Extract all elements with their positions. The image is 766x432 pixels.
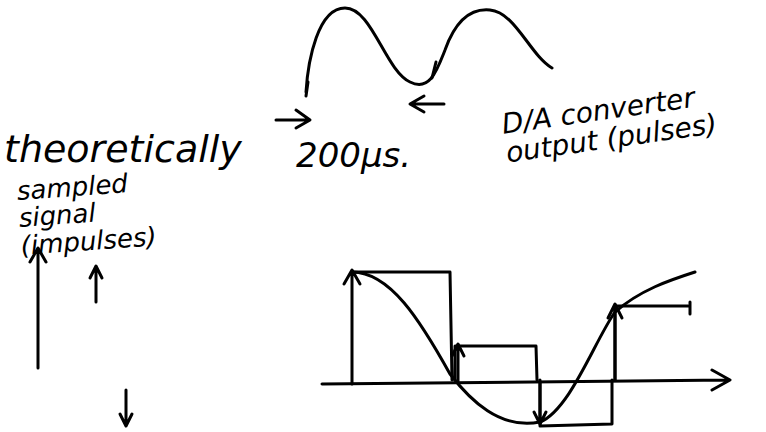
signal-label: sampled signal (impulses) bbox=[16, 169, 151, 260]
note-text: theoretically bbox=[4, 130, 274, 170]
impulse-arrow bbox=[30, 248, 46, 368]
period-arrow bbox=[276, 110, 310, 128]
analog-curve bbox=[352, 272, 695, 423]
time-axis bbox=[322, 370, 730, 390]
sine-wave bbox=[306, 8, 552, 92]
impulse-arrow bbox=[120, 390, 132, 426]
period-label: 200μs. bbox=[296, 138, 436, 174]
period-arrow bbox=[410, 96, 444, 112]
impulse-arrow bbox=[90, 266, 102, 302]
period-tick bbox=[432, 62, 436, 78]
signal-label: D/A converter output (pulses) bbox=[500, 78, 736, 168]
sample-impulse bbox=[344, 270, 360, 384]
period-tick bbox=[306, 82, 308, 96]
